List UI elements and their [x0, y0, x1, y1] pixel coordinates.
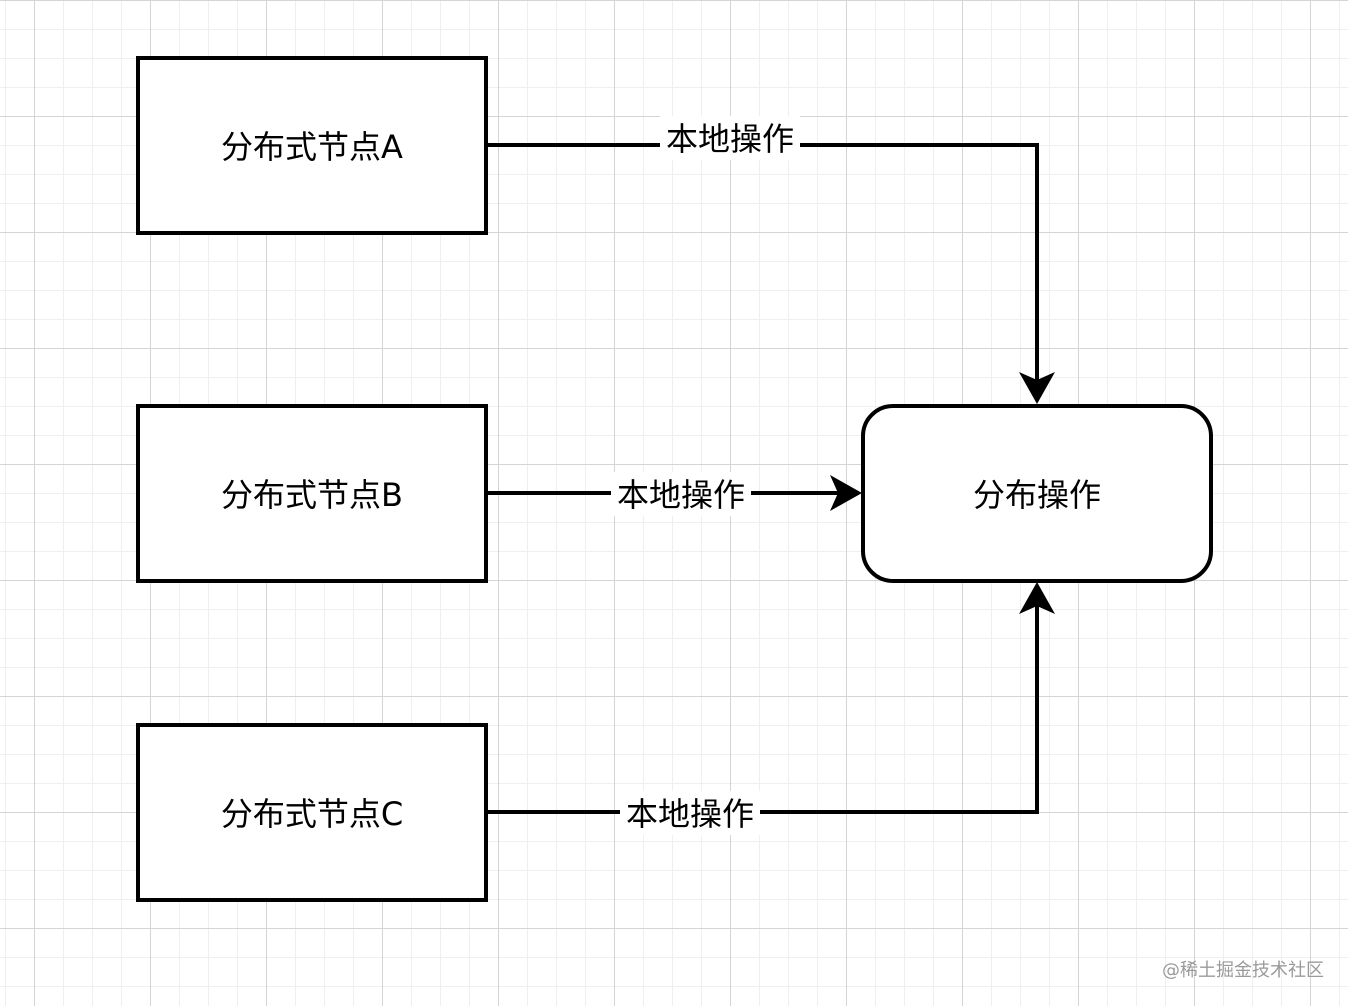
- edge-a-label-background: [660, 116, 800, 160]
- node-b[interactable]: 分布式节点B: [136, 404, 488, 583]
- node-a-label: 分布式节点A: [221, 128, 403, 166]
- edge-b-arrowhead: [830, 475, 862, 511]
- edge-b-label: 本地操作: [617, 476, 745, 514]
- edge-a-arrowhead: [1019, 372, 1055, 404]
- edge-c-label: 本地操作: [626, 795, 754, 833]
- edge-a-label: 本地操作: [666, 120, 794, 158]
- watermark-text: @稀土掘金技术社区: [1162, 960, 1324, 981]
- edge-c-line[interactable]: [488, 594, 1039, 814]
- edge-a-to-target[interactable]: 本地操作: [488, 116, 1055, 404]
- node-target-box[interactable]: [861, 404, 1213, 583]
- edge-b-to-target[interactable]: 本地操作: [488, 472, 862, 516]
- node-target[interactable]: 分布操作: [861, 404, 1213, 583]
- node-c[interactable]: 分布式节点C: [136, 723, 488, 902]
- node-c-label: 分布式节点C: [221, 795, 403, 833]
- edge-c-to-target[interactable]: 本地操作: [488, 582, 1055, 835]
- node-c-box[interactable]: [136, 723, 488, 902]
- edge-c-label-background: [620, 791, 760, 835]
- edge-a-line[interactable]: [488, 143, 1039, 392]
- node-target-label: 分布操作: [973, 476, 1101, 514]
- node-b-box[interactable]: [136, 404, 488, 583]
- node-a[interactable]: 分布式节点A: [136, 56, 488, 235]
- node-b-label: 分布式节点B: [221, 476, 403, 514]
- edge-b-label-background: [611, 472, 751, 516]
- node-a-box[interactable]: [136, 56, 488, 235]
- edge-c-arrowhead: [1019, 582, 1055, 614]
